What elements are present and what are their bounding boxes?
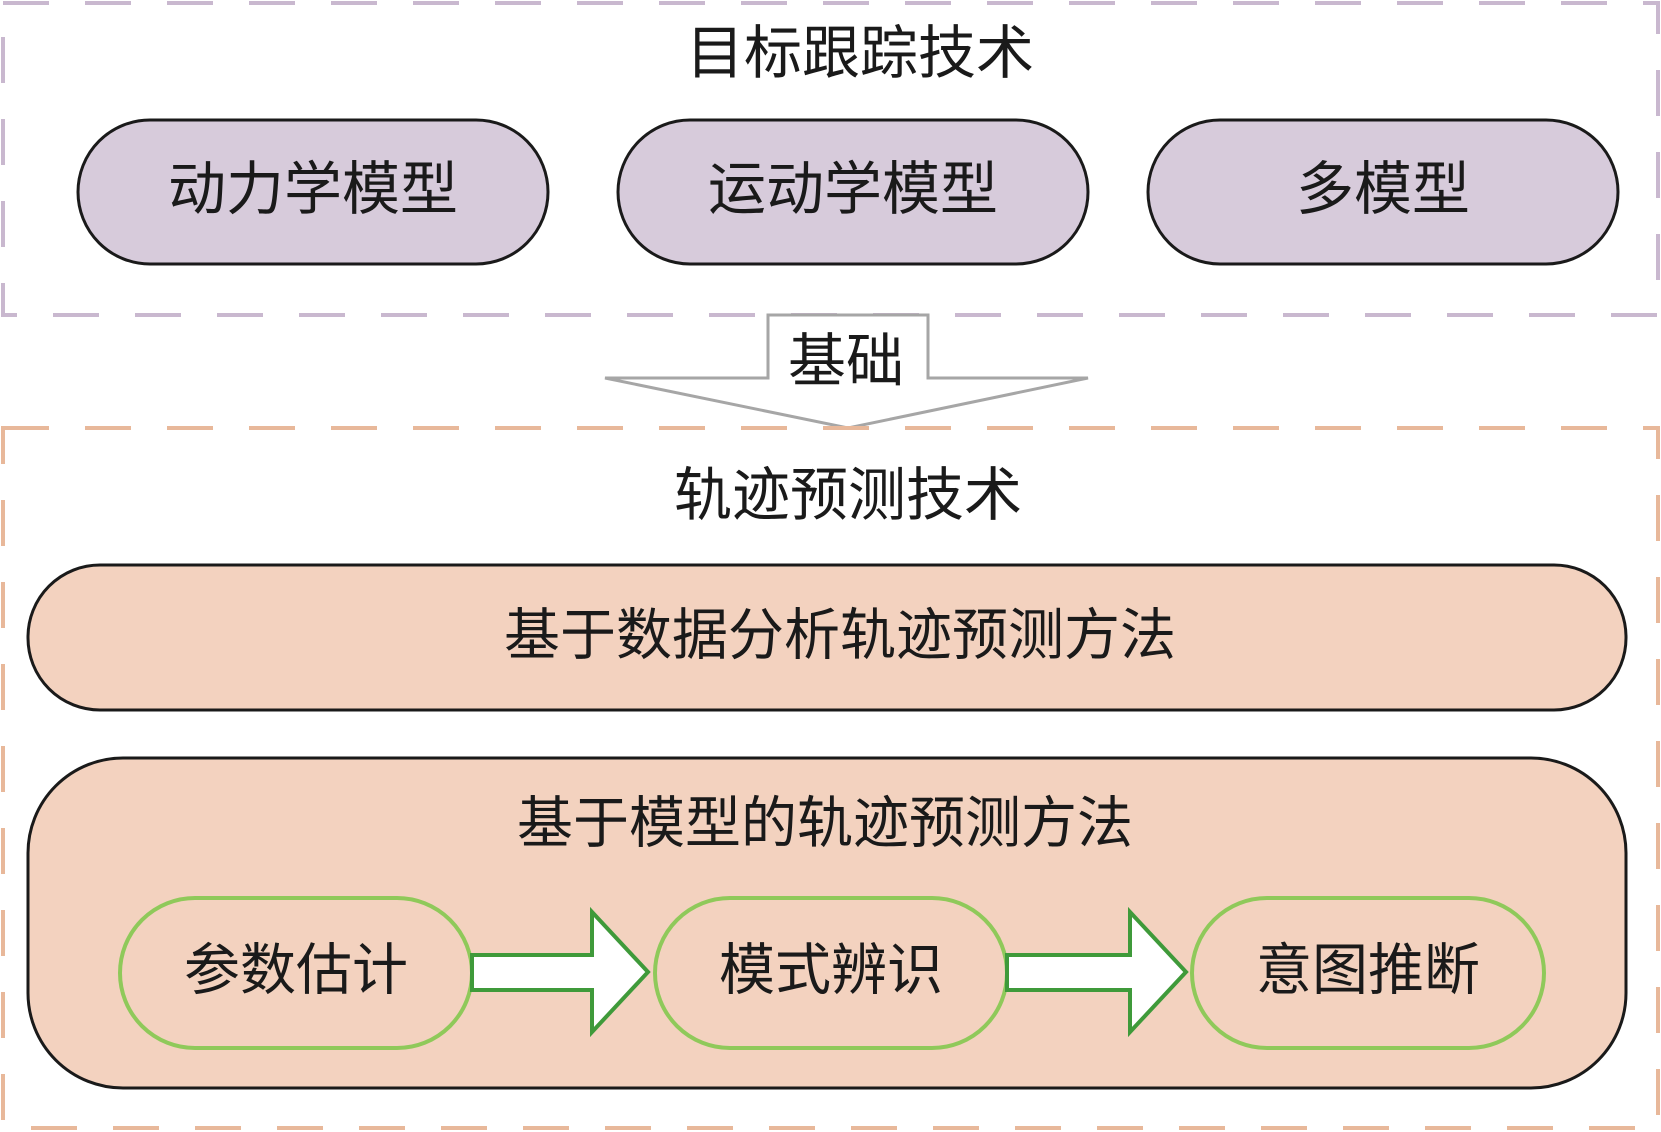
step-label: 参数估计 bbox=[184, 939, 408, 1004]
model-pill-label: 动力学模型 bbox=[168, 155, 458, 223]
step-label: 意图推断 bbox=[1256, 939, 1480, 1004]
right-arrow-icon bbox=[470, 906, 651, 1038]
model-based-method-box: 基于模型的轨迹预测方法 参数估计 模式辨识 意图推断 bbox=[26, 756, 1628, 1090]
trajectory-prediction-title: 轨迹预测技术 bbox=[674, 461, 1022, 529]
step-intent-inference: 意图推断 bbox=[1190, 896, 1546, 1050]
target-tracking-section: 目标跟踪技术 动力学模型 运动学模型 多模型 bbox=[1, 1, 1660, 317]
step-label: 模式辨识 bbox=[719, 939, 943, 1004]
trajectory-prediction-dashed-border bbox=[1, 426, 1660, 1130]
trajectory-prediction-section: 轨迹预测技术 基于数据分析轨迹预测方法 基于模型的轨迹预测方法 参数估计 模式辨… bbox=[1, 426, 1660, 1130]
foundation-label: 基础 bbox=[788, 327, 904, 395]
right-arrow-icon bbox=[1005, 906, 1189, 1038]
data-driven-method-pill: 基于数据分析轨迹预测方法 bbox=[26, 563, 1628, 712]
model-pill-multi: 多模型 bbox=[1146, 118, 1620, 266]
data-driven-method-label: 基于数据分析轨迹预测方法 bbox=[504, 604, 1176, 669]
step-parameter-estimation: 参数估计 bbox=[118, 896, 474, 1050]
step-arrow-1 bbox=[470, 906, 651, 1038]
step-mode-identification: 模式辨识 bbox=[653, 896, 1009, 1050]
model-pill-label: 多模型 bbox=[1296, 155, 1470, 223]
foundation-arrow: 基础 bbox=[604, 313, 1089, 430]
step-arrow-2 bbox=[1005, 906, 1189, 1038]
target-tracking-title: 目标跟踪技术 bbox=[686, 19, 1034, 87]
model-based-method-title: 基于模型的轨迹预测方法 bbox=[517, 792, 1133, 857]
model-pill-label: 运动学模型 bbox=[708, 155, 998, 223]
down-arrow-icon bbox=[604, 313, 1089, 430]
model-pill-dynamics: 动力学模型 bbox=[76, 118, 550, 266]
model-pill-kinematics: 运动学模型 bbox=[616, 118, 1090, 266]
